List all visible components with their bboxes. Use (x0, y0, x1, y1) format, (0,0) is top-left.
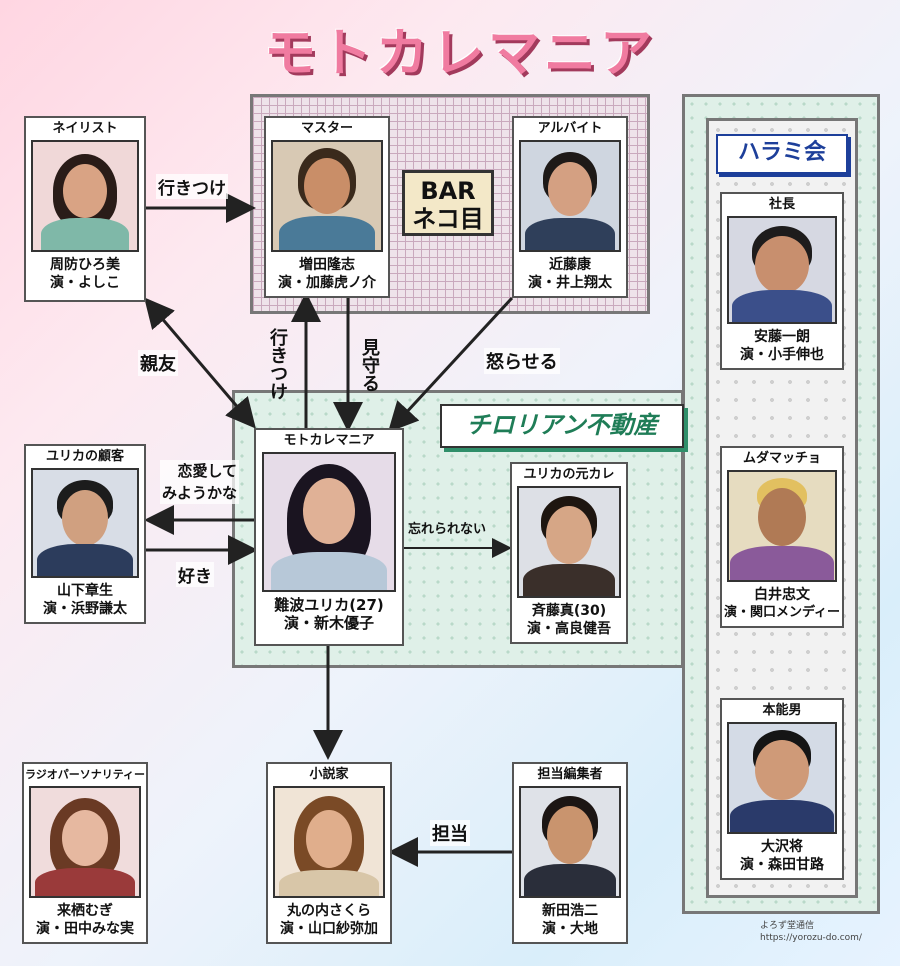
card-actor: 演・よしこ (50, 275, 120, 291)
card-actor: 演・山口紗弥加 (280, 921, 378, 937)
harami-label: ハラミ会 (716, 134, 848, 174)
portrait-image (519, 786, 621, 898)
card-client[interactable]: ユリカの顧客 山下章生 演・浜野謙太 (24, 444, 146, 624)
source-credit: よろず堂通信 https://yorozu-do.com/ (760, 920, 862, 944)
credit-url[interactable]: https://yorozu-do.com/ (760, 933, 862, 943)
card-novelist[interactable]: 小説家 丸の内さくら 演・山口紗弥加 (266, 762, 392, 944)
card-name: 安藤一朗 (754, 329, 810, 345)
page-title: モトカレマニア (263, 24, 656, 84)
card-honnou[interactable]: 本能男 大沢将 演・森田甘路 (720, 698, 844, 880)
card-actor: 演・浜野謙太 (43, 601, 127, 617)
card-name: 周防ひろ美 (50, 257, 120, 273)
card-master[interactable]: マスター 増田隆志 演・加藤虎ノ介 (264, 116, 390, 298)
card-name: 大沢将 (761, 839, 803, 855)
label-shinyu: 親友 (138, 350, 178, 376)
arrow-nailist-main (144, 297, 256, 429)
portrait-image (262, 452, 396, 592)
card-role: 本能男 (762, 703, 802, 718)
card-role: ラジオパーソナリティー (24, 768, 146, 781)
card-actor: 演・高良健吾 (527, 621, 611, 637)
arrow-arubaito-to-main (387, 296, 514, 433)
card-role: アルバイト (537, 121, 603, 136)
label-tanto: 担当 (430, 820, 470, 846)
card-name: 山下章生 (57, 583, 113, 599)
card-role: 担当編集者 (537, 767, 603, 782)
card-editor[interactable]: 担当編集者 新田浩二 演・大地 (512, 762, 628, 944)
card-radio[interactable]: ラジオパーソナリティー 来栖むぎ 演・田中みな実 (22, 762, 148, 944)
card-actor: 演・小手伸也 (740, 347, 824, 363)
portrait-image (29, 786, 141, 898)
label-renai: 恋愛して みようかな (160, 460, 240, 504)
credit-name: よろず堂通信 (760, 921, 815, 931)
portrait-image (519, 140, 621, 252)
label-ikitsuke-h: 行きつけ (156, 174, 228, 199)
label-mimamoru: 見守る (359, 338, 380, 392)
card-nailist[interactable]: ネイリスト 周防ひろ美 演・よしこ (24, 116, 146, 302)
card-role: 小説家 (309, 767, 349, 782)
label-ikitsuke-v: 行きつけ (267, 328, 288, 400)
card-name: 増田隆志 (299, 257, 355, 273)
card-name: 来栖むぎ (57, 903, 113, 919)
portrait-image (727, 216, 837, 324)
portrait-image (273, 786, 385, 898)
card-role: モトカレマニア (283, 433, 375, 448)
card-actor: 演・田中みな実 (36, 921, 134, 937)
card-name: 丸の内さくら (287, 903, 371, 919)
card-role: ムダマッチョ (742, 451, 821, 466)
bar-sign-text: BAR ネコ目 (412, 177, 484, 233)
portrait-image (31, 468, 139, 578)
card-role: ユリカの元カレ (523, 467, 615, 482)
card-actor: 演・関口メンディー (723, 605, 841, 620)
card-actor: 演・大地 (542, 921, 598, 937)
card-role: マスター (300, 121, 353, 136)
label-okoraseru: 怒らせる (484, 348, 560, 374)
card-actor: 演・加藤虎ノ介 (278, 275, 376, 291)
card-role: ユリカの顧客 (45, 449, 124, 464)
portrait-image (727, 722, 837, 834)
card-actor: 演・森田甘路 (740, 857, 824, 873)
card-shacho[interactable]: 社長 安藤一朗 演・小手伸也 (720, 192, 844, 370)
bar-neko-me-sign: BAR ネコ目 (402, 170, 494, 236)
card-name: 近藤康 (549, 257, 591, 273)
label-suki: 好き (176, 562, 214, 587)
card-role: 社長 (768, 197, 795, 212)
portrait-image (517, 486, 621, 598)
card-mudamaccho[interactable]: ムダマッチョ 白井忠文 演・関口メンディー (720, 446, 844, 628)
card-name: 白井忠文 (754, 587, 810, 603)
chiro-label: チロリアン不動産 (440, 404, 684, 448)
card-name: 難波ユリカ(27) (274, 596, 384, 614)
card-actor: 演・新木優子 (283, 614, 374, 632)
card-motokare[interactable]: ユリカの元カレ 斉藤真(30) 演・高良健吾 (510, 462, 628, 644)
portrait-image (727, 470, 837, 582)
card-role: ネイリスト (52, 121, 118, 136)
card-main[interactable]: モトカレマニア 難波ユリカ(27) 演・新木優子 (254, 428, 404, 646)
label-wasurerarenai: 忘れられない (408, 522, 487, 537)
card-actor: 演・井上翔太 (528, 275, 612, 291)
card-name: 斉藤真(30) (531, 603, 607, 619)
card-name: 新田浩二 (542, 903, 598, 919)
card-arubaito[interactable]: アルバイト 近藤康 演・井上翔太 (512, 116, 628, 298)
portrait-image (31, 140, 139, 252)
portrait-image (271, 140, 383, 252)
